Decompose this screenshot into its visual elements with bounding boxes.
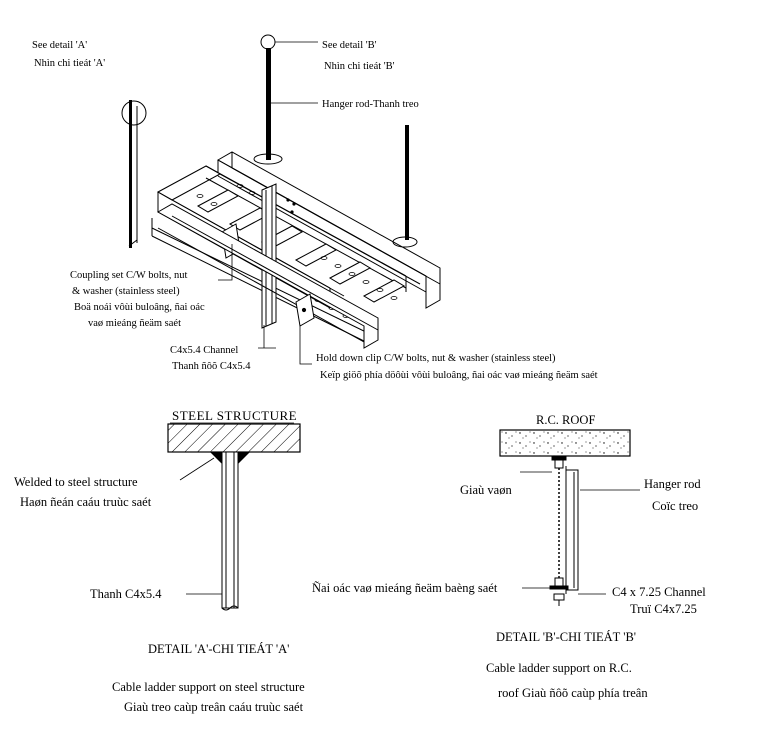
detail-b-caption-2: roof Giaù ñôõ caùp phía treân — [498, 686, 648, 700]
detail-b-title: DETAIL 'B'-CHI TIEÁT 'B' — [496, 630, 636, 644]
detail-b-callout — [260, 34, 276, 50]
detail-a-member-label: Thanh C4x5.4 — [90, 587, 162, 601]
coupling-line-2: & washer (stainless steel) — [72, 286, 180, 297]
top-washer — [551, 455, 567, 469]
coupling-line-4: vaø mieáng ñeäm saét — [88, 318, 181, 329]
hold-down-clip — [295, 293, 315, 327]
bottom-washer — [549, 577, 569, 606]
isometric-view: See detail 'A' Nhìn chi tieát 'A' See de… — [32, 34, 598, 381]
detail-a-title: DETAIL 'A'-CHI TIEÁT 'A' — [148, 642, 289, 656]
iso-leaders — [218, 244, 312, 365]
hanger-rod-b-1: Hanger rod — [644, 477, 701, 491]
channel-lower — [156, 203, 379, 349]
weld-left — [210, 452, 222, 464]
hanger-rod-right — [405, 125, 409, 240]
hanger-rod-left — [266, 48, 271, 160]
channel-line-1: C4x5.4 Channel — [170, 345, 238, 356]
coupling-line-3: Boä noái vôùi buloâng, ñai oác — [74, 302, 205, 313]
hanger-rod-text: Hanger rod-Thanh treo — [322, 99, 419, 110]
detail-b-channel — [565, 466, 579, 594]
detail-a-caption-1: Cable ladder support on steel structure — [112, 680, 305, 694]
steel-structure-slab — [167, 423, 301, 453]
see-detail-b-text: See detail 'B' — [322, 40, 377, 51]
steel-structure-label: STEEL STRUCTURE — [172, 408, 297, 423]
see-detail-a-vn-text: Nhìn chi tieát 'A' — [34, 58, 105, 69]
channel-line-2: Thanh ñôõ C4x5.4 — [172, 361, 251, 372]
see-detail-a-text: See detail 'A' — [32, 40, 87, 51]
weld-right — [238, 452, 250, 464]
holddown-line-2: Keïp giöõ phía döôùi vôùi buloâng, ñai o… — [320, 370, 598, 381]
see-detail-b-vn-text: Nhìn chi tieát 'B' — [324, 61, 395, 72]
top-bolts — [286, 198, 296, 214]
channel-b-1: C4 x 7.25 Channel — [612, 585, 706, 599]
detail-b-leaders — [520, 471, 640, 595]
rc-roof-label: R.C. ROOF — [536, 413, 595, 427]
detail-a: STEEL STRUCTURE Welded to steel structur… — [14, 408, 305, 714]
welded-line-1: Welded to steel structure — [14, 475, 138, 489]
detail-b-caption-1: Cable ladder support on R.C. — [486, 661, 632, 675]
detail-a-caption-2: Giaù treo caùp treân caáu truùc saét — [124, 700, 304, 714]
holddown-line-1: Hold down clip C/W bolts, nut & washer (… — [316, 353, 556, 364]
detail-a-channel — [221, 451, 239, 611]
coupling-line-1: Coupling set C/W bolts, nut — [70, 270, 187, 281]
rc-roof-slab — [499, 429, 631, 457]
hanger-rod-b-2: Coïc treo — [652, 499, 698, 513]
detail-a-callout — [121, 100, 147, 248]
channel-b-2: Truï C4x7.25 — [630, 602, 697, 616]
nut-washer-label: Ñai oác vaø mieáng ñeäm baèng saét — [312, 581, 498, 595]
channel-upper — [216, 151, 441, 309]
detail-b: R.C. ROOF Hanger rod Coïc — [312, 413, 706, 700]
gai-van-label: Giaù vaøn — [460, 483, 512, 497]
welded-line-2: Haøn ñeán caáu truùc saét — [20, 495, 152, 509]
